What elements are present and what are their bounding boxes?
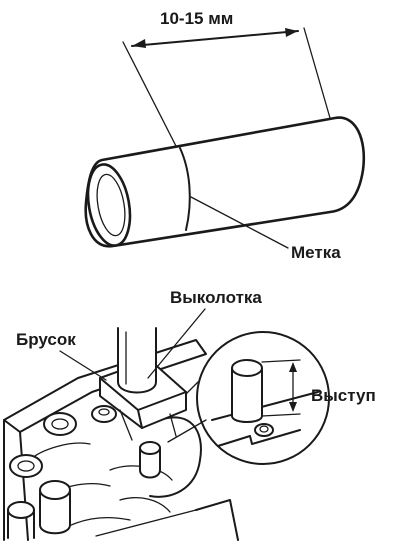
spring-seat-2 bbox=[9, 454, 43, 478]
guide-boss-1-hole bbox=[98, 408, 110, 416]
driven-guide bbox=[139, 447, 161, 479]
spring-stack-2-top bbox=[7, 501, 35, 519]
mark-line bbox=[179, 147, 191, 231]
detail-pointer-lines bbox=[167, 381, 207, 443]
spring-stack-2 bbox=[7, 509, 35, 539]
drift-leader-line bbox=[147, 308, 206, 379]
drift-label: Выколотка bbox=[170, 288, 262, 307]
spring-seat-1-inner bbox=[51, 418, 69, 430]
block-leader-line bbox=[59, 350, 107, 381]
block-edges bbox=[99, 377, 187, 429]
block-support-right bbox=[169, 413, 177, 437]
spring-seat-2-inner bbox=[17, 460, 35, 472]
spring-stack-1-top bbox=[39, 480, 71, 500]
dimension-line bbox=[131, 30, 299, 47]
protrusion-arrow-top bbox=[289, 362, 297, 372]
mark-label: Метка bbox=[291, 243, 341, 262]
spring-seat-1 bbox=[43, 412, 77, 436]
detail-guide-base bbox=[254, 423, 274, 437]
protrusion-ext-top bbox=[261, 359, 301, 363]
protrusion-ext-bottom bbox=[261, 413, 301, 417]
detail-guide-top bbox=[231, 359, 263, 377]
protrusion-arrow-bottom bbox=[289, 402, 297, 412]
spring-stack-1 bbox=[39, 489, 71, 535]
extension-line-right bbox=[303, 27, 331, 119]
bushing-inner-bore bbox=[96, 173, 126, 237]
protrusion-label: Выступ bbox=[311, 386, 376, 405]
guide-boss-1 bbox=[91, 405, 117, 423]
detail-guide-base-hole bbox=[259, 425, 269, 433]
extension-line-left bbox=[122, 41, 179, 151]
dimension-arrow-left bbox=[132, 39, 146, 48]
detail-head-surface bbox=[211, 391, 319, 421]
head-chamber-contour bbox=[149, 416, 202, 498]
head-left-edge bbox=[3, 419, 29, 541]
dimension-arrow-right bbox=[285, 28, 298, 37]
bushing-illustration: 10-15 мм Метка bbox=[84, 9, 366, 262]
mark-leader-line bbox=[190, 196, 289, 249]
block-label: Брусок bbox=[16, 330, 76, 349]
cylinder-head-illustration: Выколотка Брусок Выступ bbox=[3, 288, 376, 541]
drift bbox=[117, 327, 157, 394]
detail-head-step bbox=[217, 429, 301, 447]
head-right-edge bbox=[195, 499, 239, 541]
block-support-left bbox=[119, 409, 133, 441]
dimension-label: 10-15 мм bbox=[160, 9, 233, 28]
driven-guide-top bbox=[139, 441, 161, 455]
